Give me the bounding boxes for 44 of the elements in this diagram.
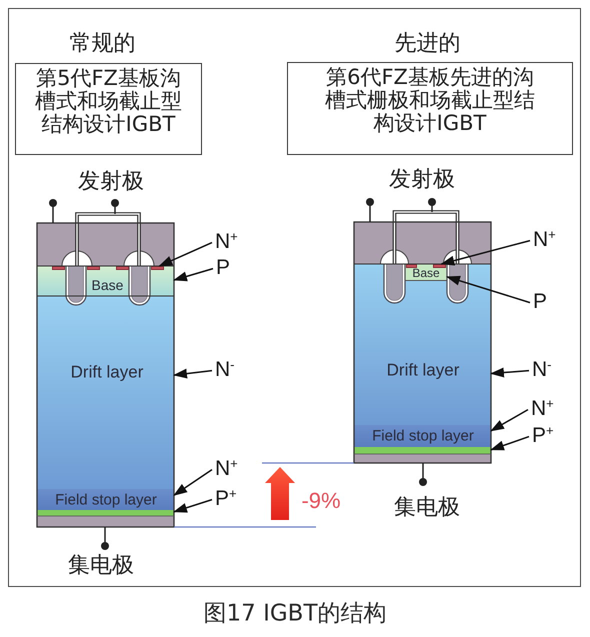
terminal-label: 发射极 [389,169,455,191]
layer-label: Field stop layer [55,492,157,508]
doping-label: P [533,291,548,312]
leader-arrow [440,240,530,266]
emitter-region [433,264,446,268]
doping-label: N$^{+}$ [215,458,238,479]
leader-arrow [490,368,530,378]
terminal-label: 发射极 [78,171,144,193]
figure-caption: 图17 IGBT的结构 [204,602,386,626]
doping-label: N$^{-}$ [532,359,552,380]
terminal-label: 集电极 [68,555,134,577]
leader-arrow [173,268,214,282]
layer-label: Drift layer [386,362,460,378]
leader-arrow [173,468,212,496]
doping-label: P$^{+}$ [532,425,554,446]
column-heading: 先进的 [394,33,460,55]
leader-arrow [490,408,528,432]
leader-arrow [490,436,530,450]
description-box: 第6代FZ基板先进的沟槽式栅极和场截止型结构设计IGBT [287,62,573,155]
doping-label: N$^{-}$ [215,359,235,380]
drift-layer [37,296,174,489]
leader-arrow [158,242,212,267]
leader-arrow [173,368,212,379]
leader-arrow [173,498,212,513]
doping-label: N$^{+}$ [533,229,556,250]
doping-label: P [216,257,230,278]
drift-layer [354,264,491,425]
layer-label: Drift layer [70,364,144,380]
emitter-region [151,266,164,270]
column-heading: 常规的 [70,33,136,55]
description-box: 第5代FZ基板沟槽式和场截止型结构设计IGBT [15,63,202,155]
field-stop-layer [354,425,491,447]
field-stop-layer [37,489,174,510]
change-label: -9% [301,490,341,512]
layer-label: Base [92,278,124,292]
leader-arrow [446,276,530,304]
doping-label: N$^{+}$ [215,231,238,252]
collector-layer [37,510,174,516]
layer-label: Base [412,267,440,279]
doping-label: P$^{+}$ [215,488,237,509]
doping-label: N$^{+}$ [531,398,554,419]
layer-label: Field stop layer [372,428,474,444]
collector-layer [354,447,491,454]
terminal-label: 集电极 [394,497,460,519]
